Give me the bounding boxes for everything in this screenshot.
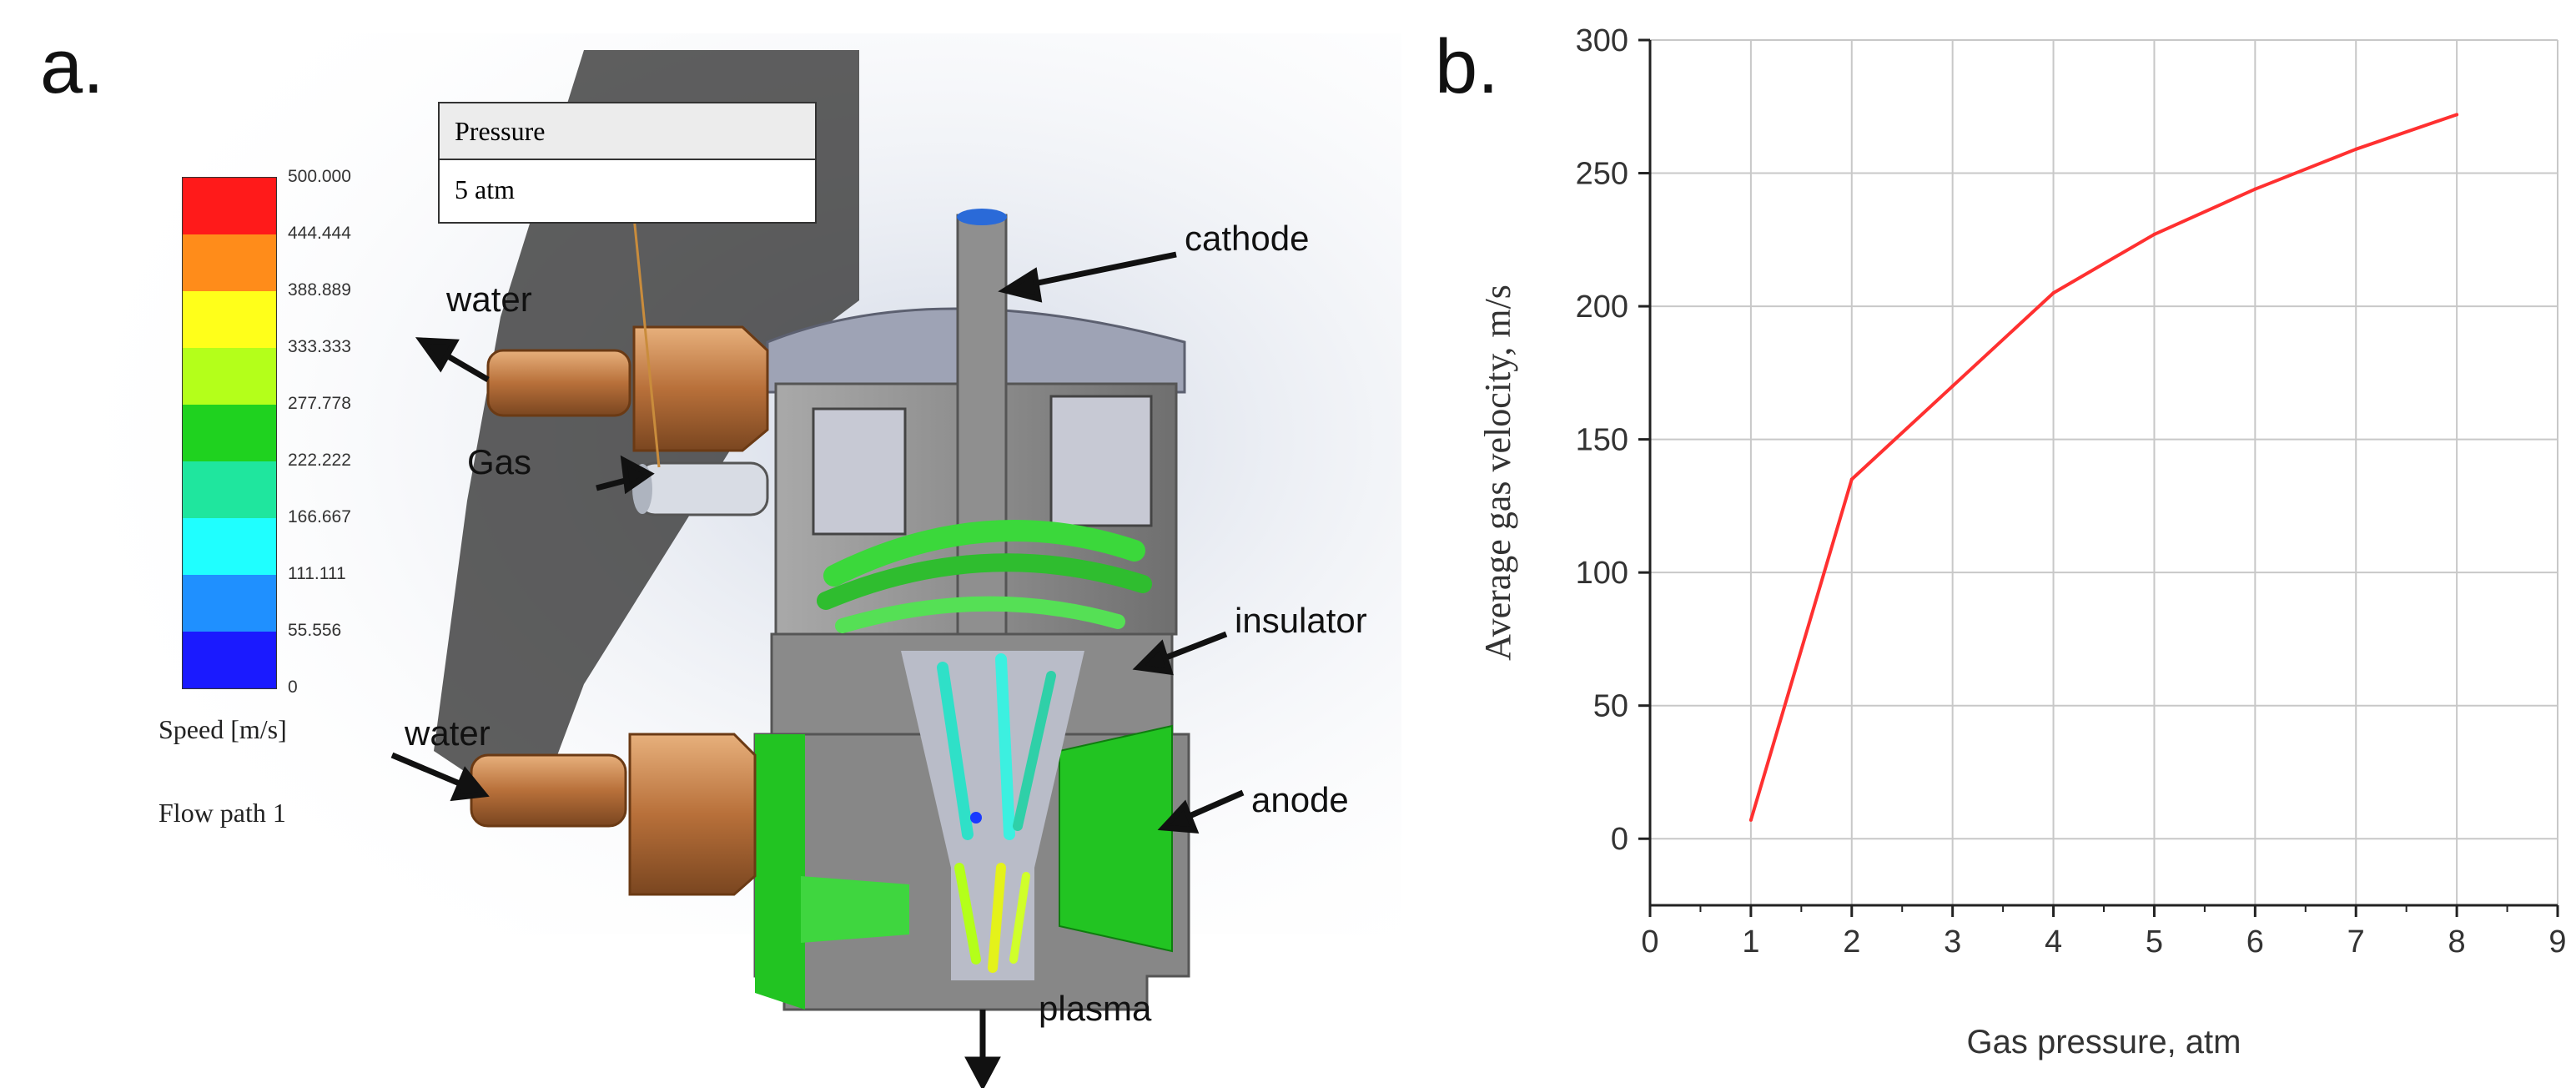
water-fitting-bottom [470, 733, 757, 896]
legend-swatch [183, 517, 276, 575]
y-axis-label: Average gas velocity, m/s [1477, 285, 1518, 661]
legend-tick-label: 500.000 [288, 167, 351, 186]
legend-tick-label: 388.889 [288, 280, 351, 300]
legend-tick-label: 222.222 [288, 451, 351, 470]
pressure-box-header: Pressure [440, 103, 815, 160]
upper-window-left [812, 407, 907, 536]
callout-water-bottom: water [405, 713, 491, 753]
legend-tick-label: 0 [288, 677, 298, 697]
anode-right [1059, 724, 1173, 953]
upper-window-right [1049, 395, 1153, 527]
x-tick-label: 4 [2045, 924, 2062, 960]
x-tick-label: 6 [2246, 924, 2264, 960]
water-fitting-top [486, 325, 769, 452]
callout-gas: Gas [467, 442, 532, 481]
x-tick-label: 0 [1641, 924, 1658, 960]
legend-swatch [183, 234, 276, 291]
legend-tick-label: 111.111 [288, 564, 346, 583]
legend-quantity-label: Speed [m/s] [158, 714, 287, 744]
x-tick-label: 3 [1944, 924, 1961, 960]
x-tick-label: 1 [1742, 924, 1759, 960]
x-axis-label: Gas pressure, atm [1966, 1024, 2241, 1060]
data-point [1950, 384, 1955, 388]
y-tick-label: 100 [1576, 556, 1628, 591]
velocity-pressure-chart: 0 1 2 3 4 5 6 7 8 9 0 50 100 150 200 250 300 Gas pressur… [1477, 23, 2567, 1060]
data-point [1748, 818, 1753, 822]
legend-tick-label: 444.444 [288, 224, 351, 243]
legend-swatch [183, 631, 276, 688]
anode-inner [801, 876, 909, 943]
pressure-box-value: 5 atm [455, 174, 515, 204]
y-tick-label: 50 [1593, 689, 1628, 724]
legend-swatch [183, 404, 276, 461]
callout-arrows [390, 251, 1245, 1088]
legend-swatch [183, 178, 276, 234]
legend-tick-label: 166.667 [288, 507, 351, 526]
cathode-tip [957, 209, 1007, 225]
series-line [1748, 113, 2458, 821]
legend-swatch [183, 347, 276, 405]
legend-swatch [183, 574, 276, 632]
legend-tick-label: 55.556 [288, 621, 342, 640]
pressure-pointer [632, 216, 661, 468]
speed-color-legend [182, 177, 277, 689]
data-point [2354, 147, 2358, 151]
x-tick-label: 7 [2347, 924, 2365, 960]
data-point [2152, 232, 2156, 236]
y-tick-label: 150 [1576, 423, 1628, 458]
x-tick-label: 9 [2548, 924, 2566, 960]
y-tick-label: 200 [1576, 290, 1628, 325]
y-tick-label: 300 [1576, 23, 1628, 58]
legend-swatch [183, 461, 276, 518]
y-tick-label: 0 [1611, 822, 1628, 857]
x-tick-label: 2 [1843, 924, 1860, 960]
callout-anode: anode [1251, 780, 1349, 819]
panel-a-letter: a. [40, 24, 104, 109]
x-tick-label: 8 [2448, 924, 2466, 960]
data-point [2051, 291, 2055, 295]
callout-cathode: cathode [1185, 219, 1310, 258]
callout-plasma: plasma [1039, 989, 1152, 1028]
panel-b: b. 0 1 2 3 4 5 6 7 8 9 0 50 100 150 200 250 300 Gas pres… [1418, 0, 2576, 1088]
legend-tick-label: 333.333 [288, 337, 351, 356]
panel-a: a. [40, 24, 1401, 1088]
data-point [2455, 113, 2459, 117]
anode-left [755, 734, 805, 1010]
callout-water-top: water [446, 280, 532, 319]
flow-path-label: Flow path 1 [158, 798, 286, 828]
pressure-box: Pressure 5 atm [438, 102, 817, 224]
legend-swatch [183, 290, 276, 348]
callout-insulator: insulator [1235, 601, 1367, 640]
legend-tick-label: 277.778 [288, 394, 351, 413]
data-point [1849, 477, 1854, 481]
y-tick-label: 250 [1576, 157, 1628, 192]
flow-streaks [817, 520, 1152, 973]
gas-inlet-pipe [632, 461, 769, 516]
data-point [2253, 187, 2257, 191]
panel-b-letter: b. [1435, 24, 1499, 109]
x-tick-label: 5 [2146, 924, 2163, 960]
